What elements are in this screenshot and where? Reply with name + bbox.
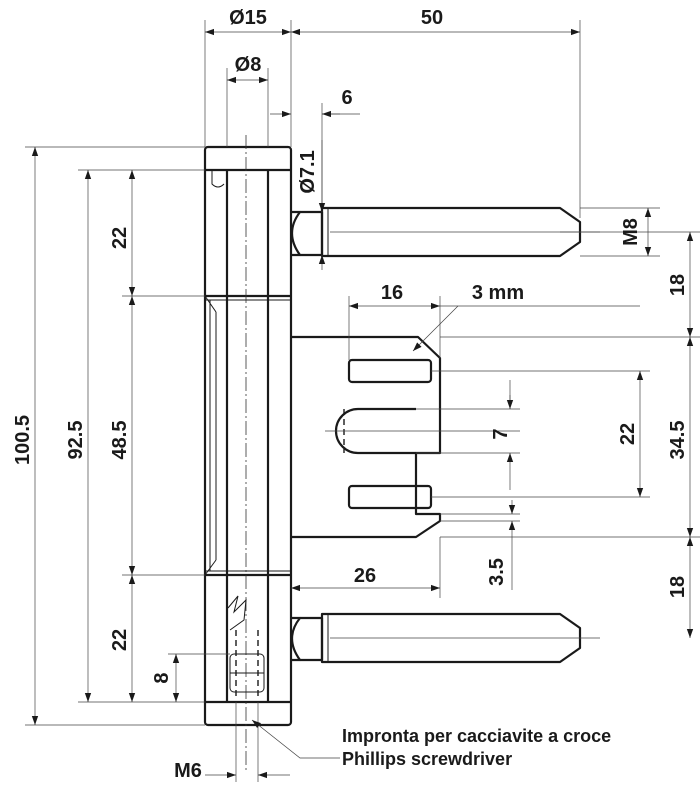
label-dia7-1: Ø7.1 xyxy=(297,150,319,193)
label-92-5: 92.5 xyxy=(65,421,87,460)
label-22-plate: 22 xyxy=(617,423,639,445)
dimension-lines xyxy=(25,20,700,782)
top-pin xyxy=(290,206,600,258)
label-dia15: Ø15 xyxy=(229,7,267,29)
label-m8: M8 xyxy=(620,218,642,246)
bottom-pin xyxy=(290,612,600,664)
label-100-5: 100.5 xyxy=(12,415,34,465)
mounting-plate xyxy=(291,335,520,539)
dimension-labels: Ø15 50 Ø8 6 Ø7.1 M8 16 3 mm 18 22 92.5 1… xyxy=(12,7,689,782)
note-line-italian: Impronta per cacciavite a croce xyxy=(342,726,611,746)
label-18-bottom: 18 xyxy=(667,576,689,598)
label-22-left-top: 22 xyxy=(109,227,131,249)
label-3mm: 3 mm xyxy=(472,282,524,304)
label-34-5: 34.5 xyxy=(667,421,689,460)
screwdriver-note: Impronta per cacciavite a croce Phillips… xyxy=(342,726,611,769)
label-26: 26 xyxy=(354,565,376,587)
label-8: 8 xyxy=(151,672,173,683)
label-50: 50 xyxy=(421,7,443,29)
label-dia8: Ø8 xyxy=(235,54,262,76)
label-3-5: 3.5 xyxy=(486,558,508,586)
label-22-left-bottom: 22 xyxy=(109,629,131,651)
label-48-5: 48.5 xyxy=(109,421,131,460)
label-7: 7 xyxy=(490,428,512,439)
label-16: 16 xyxy=(381,282,403,304)
hinge-body xyxy=(203,135,293,770)
note-line-english: Phillips screwdriver xyxy=(342,749,512,769)
label-18-top: 18 xyxy=(667,274,689,296)
label-m6: M6 xyxy=(174,760,202,782)
label-6: 6 xyxy=(341,87,352,109)
